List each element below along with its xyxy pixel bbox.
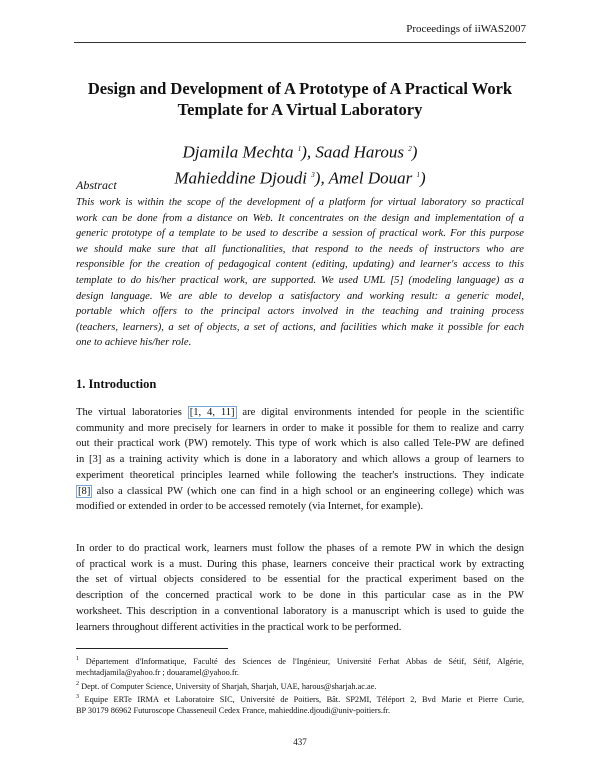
author: Saad Harous — [315, 142, 405, 162]
footnote-line: 2 Dept. of Computer Science, University … — [76, 679, 524, 692]
paragraph-line: in [3] as a training activity which is d… — [76, 454, 524, 466]
author-list: Djamila Mechta 1), Saad Harous 2) Mahied… — [174, 142, 426, 188]
title-line: Template for A Virtual Laboratory — [177, 100, 423, 119]
footnote-number: 3 — [76, 693, 79, 700]
running-header: Proceedings of iiWAS2007 — [406, 23, 526, 35]
abstract-line: design language. We are able to develop … — [76, 290, 524, 302]
text: Dept. of Computer Science, University of… — [81, 681, 377, 691]
footnote-line: BP 30179 86962 Futuroscope Chasseneuil C… — [76, 705, 391, 715]
paragraph-line: learners throughout different activities… — [76, 621, 402, 633]
paragraph-line: experiment theoretical principles learne… — [76, 469, 524, 481]
footnote-line: 3 Equipe ERTe IRMA et Laboratoire SIC, U… — [76, 692, 524, 705]
citation-link[interactable]: [8] — [76, 484, 93, 498]
text: The virtual laboratories — [76, 407, 188, 418]
paragraph-line: In order to do practical work, learners … — [76, 543, 524, 554]
affiliation-mark: 3 — [311, 170, 315, 179]
abstract-line: generic prototype of a template to be us… — [76, 228, 524, 240]
footnote-rule — [76, 648, 228, 649]
text: Département d'Informatique, Faculté des … — [85, 656, 524, 666]
abstract-heading: Abstract — [76, 178, 117, 192]
abstract-body: This work is within the scope of the dev… — [76, 195, 524, 351]
paragraph-line: the set of virtual objects considered to… — [76, 574, 524, 586]
affiliation-mark: 2 — [408, 145, 412, 153]
author: Mahieddine Djoudi — [174, 168, 308, 188]
abstract-line: (teachers, learners), a set of objects, … — [76, 321, 524, 333]
text: are digital environments intended for pe… — [236, 407, 524, 418]
abstract-line: work can be done from a distance on Web.… — [76, 212, 524, 224]
abstract-line: responsible for the creation of pedagogi… — [76, 259, 524, 271]
paragraph-line: modified or extended in order to be acce… — [76, 501, 424, 513]
footnote-line: mechtadjamila@yahoo.fr ; douaramel@yahoo… — [76, 668, 239, 678]
title-line: Design and Development of A Prototype of… — [87, 79, 513, 98]
abstract-line: This work is within the scope of the dev… — [76, 197, 524, 208]
paragraph-line: out their practical work (PW) remotely. … — [76, 438, 524, 450]
citation-link[interactable]: [1, 4, 11] — [187, 406, 237, 419]
author: Djamila Mechta — [182, 142, 294, 162]
paragraph-line: worksheet. This description in a convent… — [76, 605, 524, 617]
paragraph-line: of practical work is a must. During this… — [76, 558, 524, 570]
text: Equipe ERTe IRMA et Laboratoire SIC, Uni… — [84, 694, 524, 704]
section-heading: 1. Introduction — [76, 377, 157, 391]
paper-title: Design and Development of A Prototype of… — [60, 78, 540, 120]
affiliation-mark: 1 — [416, 170, 420, 179]
intro-paragraph-2: In order to do practical work, learners … — [76, 541, 524, 635]
footnote-number: 1 — [76, 656, 79, 662]
text: also a classical PW (which one can find … — [92, 485, 524, 497]
paragraph-line: [8] also a classical PW (which one can f… — [76, 484, 524, 500]
header-rule — [74, 42, 526, 43]
abstract-line: portable which offers to the principal a… — [76, 306, 524, 318]
abstract-line: we should make sure that all functionali… — [76, 243, 524, 255]
footnotes: 1 Département d'Informatique, Faculté de… — [76, 654, 524, 716]
paragraph-line: community and more precisely for learner… — [76, 422, 524, 434]
intro-paragraph-1: The virtual laboratories [1, 4, 11] are … — [76, 405, 524, 515]
page-number: 437 — [293, 737, 307, 747]
footnote-line: 1 Département d'Informatique, Faculté de… — [76, 654, 524, 667]
abstract-line: one to achieve his/her role. — [76, 337, 192, 349]
footnote-number: 2 — [76, 680, 79, 687]
author: Amel Douar — [328, 168, 413, 188]
affiliation-mark: 1 — [297, 145, 302, 153]
paragraph-line: description of the concerned practical w… — [76, 590, 524, 602]
abstract-line: template to do his/her practical work, a… — [76, 274, 524, 286]
paragraph-line: The virtual laboratories [1, 4, 11] are … — [76, 405, 524, 421]
